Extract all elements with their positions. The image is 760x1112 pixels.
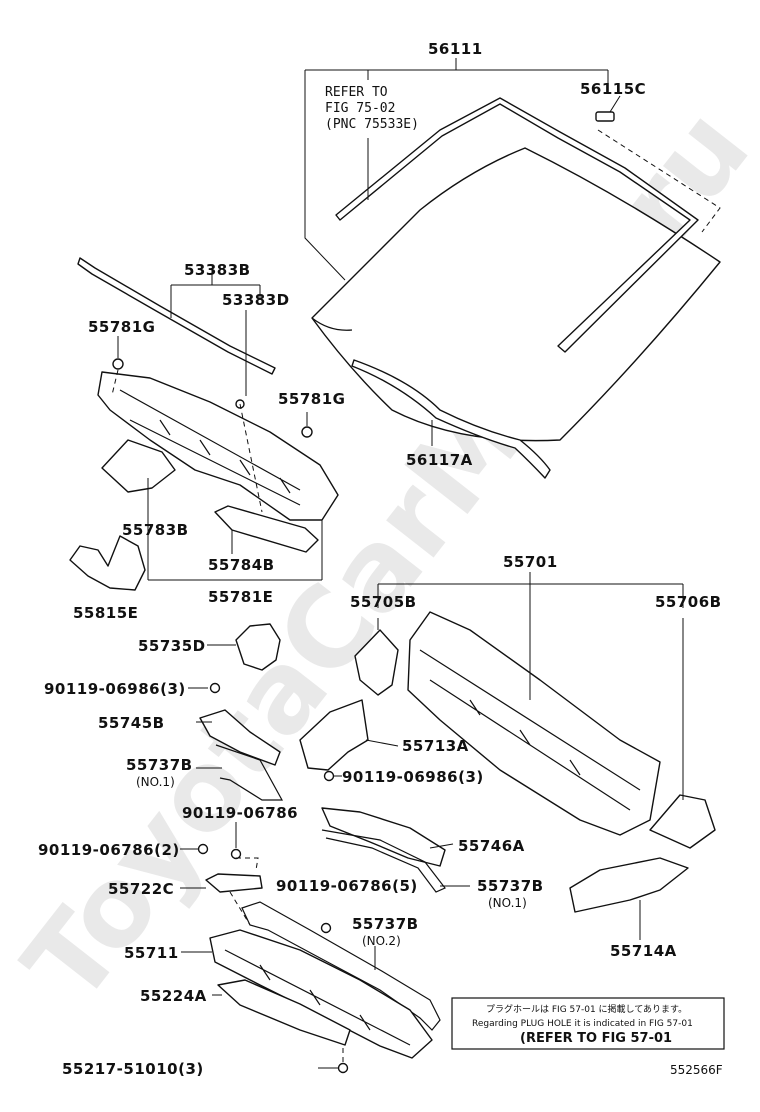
note-line2: Regarding PLUG HOLE it is indicated in F… (472, 1019, 693, 1029)
cowl-side-55706B (649, 794, 716, 849)
bracket-55722C (205, 873, 263, 893)
label-55714A: 55714A (610, 942, 677, 960)
label-55737B-no1-right: 55737B (477, 877, 544, 895)
clip-56115C (595, 111, 615, 122)
label-refer-line3: (PNC 75533E) (325, 117, 419, 132)
bolt-90119-06786-2 (197, 843, 209, 855)
bolt-90119-06786 (230, 848, 242, 860)
label-55224A: 55224A (140, 987, 207, 1005)
label-53383D: 53383D (222, 291, 290, 309)
cowl-extension-55714A (569, 857, 689, 913)
label-55706B: 55706B (655, 593, 722, 611)
label-55713A: 55713A (402, 737, 469, 755)
leader-lines-cowl-lower (180, 572, 684, 1069)
leader-lines-windshield (304, 58, 621, 446)
label-55815E: 55815E (73, 604, 138, 622)
windshield-glass (311, 147, 721, 442)
bolt-90119-06786-5 (320, 922, 332, 934)
dam-molding (351, 359, 551, 479)
nut-55217-51010 (337, 1062, 349, 1074)
cowl-lower-55711 (209, 929, 433, 1059)
label-55781G-right: 55781G (278, 390, 346, 408)
label-55737B-no1-left-sub: (NO.1) (136, 775, 175, 789)
brace-55745B (199, 709, 281, 766)
label-55711: 55711 (124, 944, 179, 962)
label-55783B: 55783B (122, 521, 189, 539)
label-55737B-no1-left: 55737B (126, 756, 193, 774)
hood-weatherstrip-53383B (77, 257, 276, 375)
label-55746A: 55746A (458, 837, 525, 855)
label-55784B: 55784B (208, 556, 275, 574)
bolt-90119-06986-left (209, 682, 221, 694)
label-refer-line1: REFER TO (325, 85, 388, 100)
label-55705B: 55705B (350, 593, 417, 611)
seal-55737B-no2 (241, 901, 441, 1031)
label-55781E: 55781E (208, 588, 273, 606)
label-56115C: 56115C (580, 80, 646, 98)
bracket-55735D (235, 623, 281, 671)
cowl-extension-55713A (299, 699, 369, 771)
windshield-molding-upper (335, 97, 699, 353)
brace-55737B-no1-right (321, 829, 446, 893)
label-55737B-no1-right-sub: (NO.1) (488, 896, 527, 910)
label-56111: 56111 (428, 40, 483, 58)
panel-55224A (217, 979, 351, 1046)
label-refer-line2: FIG 75-02 (325, 101, 395, 116)
label-55737B-no2-sub: (NO.2) (362, 934, 401, 948)
label-55701: 55701 (503, 553, 558, 571)
bolt-90119-06986-right (323, 770, 335, 782)
brace-55737B-no1-left (215, 744, 284, 801)
plug-hole-note: プラグホールは FIG 57-01 に掲載してあります。 Regarding P… (451, 997, 725, 1050)
label-90119-06786-5: 90119-06786(5) (276, 877, 418, 895)
note-line3: (REFER TO FIG 57-01 (520, 1031, 672, 1046)
label-56117A: 56117A (406, 451, 473, 469)
label-55745B: 55745B (98, 714, 165, 732)
label-55217-51010: 55217-51010(3) (62, 1060, 204, 1078)
label-55722C: 55722C (108, 880, 174, 898)
note-line1: プラグホールは FIG 57-01 に掲載してあります。 (486, 1003, 687, 1015)
leader-lines-cowl-upper (111, 270, 323, 581)
cowl-top-panel-55701 (407, 611, 661, 836)
cowl-ventilator-upper (97, 371, 339, 521)
label-90119-06786: 90119-06786 (182, 804, 298, 822)
bracket-55746A (321, 807, 446, 867)
label-55737B-no2: 55737B (352, 915, 419, 933)
clip-55781G-right (301, 426, 313, 438)
clip-55781G-left (112, 358, 124, 370)
label-90119-06786-2: 90119-06786(2) (38, 841, 180, 859)
cowl-seal-55783B (101, 439, 176, 493)
figure-caption: 552566F (670, 1063, 723, 1077)
label-55735D: 55735D (138, 637, 206, 655)
label-55781G-left: 55781G (88, 318, 156, 336)
label-90119-06986-left: 90119-06986(3) (44, 680, 186, 698)
cowl-side-55705B (354, 629, 399, 696)
label-53383B: 53383B (184, 261, 251, 279)
label-90119-06986-right: 90119-06986(3) (342, 768, 484, 786)
cowl-seal-55815E (69, 535, 146, 591)
